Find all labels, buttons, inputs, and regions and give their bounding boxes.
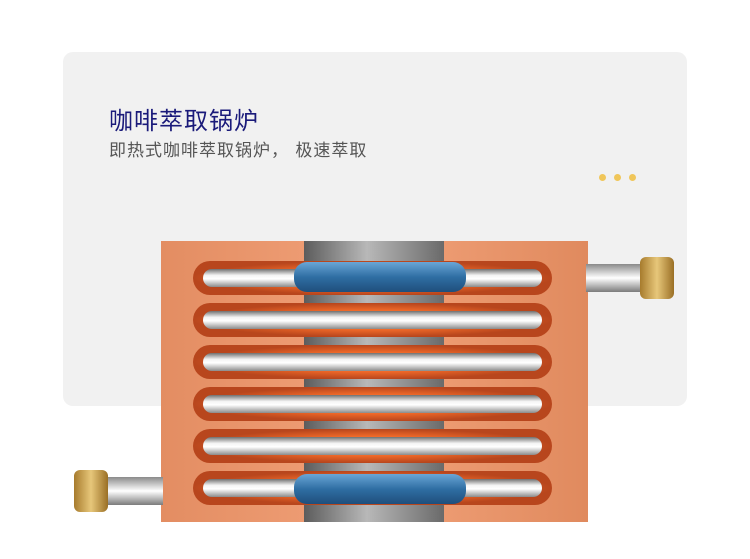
insulator-band-top <box>294 262 466 292</box>
page-subtitle: 即热式咖啡萃取锅炉， 极速萃取 <box>109 141 368 161</box>
coil-5 <box>193 429 552 463</box>
coil-group <box>193 261 552 505</box>
page-title: 咖啡萃取锅炉 <box>109 107 259 135</box>
coil-4 <box>193 387 552 421</box>
coil-3 <box>193 345 552 379</box>
insulator-band-bottom <box>294 474 466 504</box>
carousel-indicator <box>599 174 636 181</box>
inlet-brass-fitting <box>74 470 108 512</box>
indicator-dot-3 <box>629 174 636 181</box>
inlet-pipe <box>103 477 163 505</box>
outlet-brass-fitting <box>640 257 674 299</box>
coil-2 <box>193 303 552 337</box>
indicator-dot-2 <box>614 174 621 181</box>
outlet-pipe <box>586 264 644 292</box>
indicator-dot-1 <box>599 174 606 181</box>
